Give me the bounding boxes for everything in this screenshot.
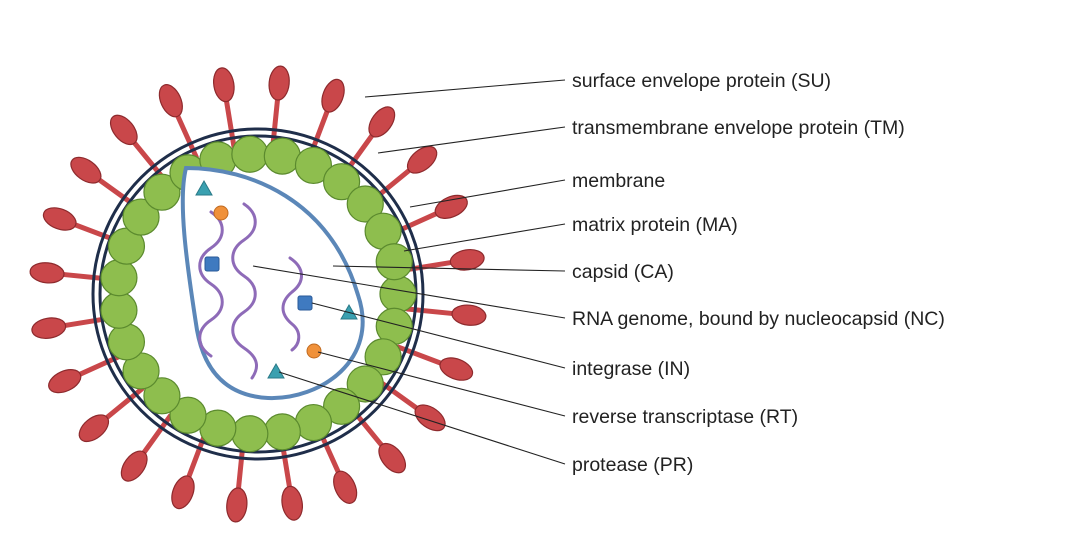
matrix-protein-ball [263,137,301,175]
leader-su [364,79,566,98]
surface-protein-knob [414,404,446,432]
matrix-protein-ball [294,403,333,442]
surface-protein-knob [42,207,77,231]
surface-protein-knob [406,145,438,174]
label-rna-genome: RNA genome, bound by nucleocapsid (NC) [572,308,945,330]
surface-protein-knob [226,487,248,523]
surface-protein-knob [109,114,138,146]
label-surface-envelope-protein: surface envelope protein (SU) [572,70,831,92]
label-matrix-protein: matrix protein (MA) [572,214,738,236]
label-reverse-transcriptase: reverse transcriptase (RT) [572,406,798,428]
reverse-transcriptase-circle-1 [213,205,229,221]
rna-strand-1 [198,210,224,358]
leader-pr [278,371,566,465]
surface-protein-knob [29,262,65,284]
surface-protein-knob [268,65,290,101]
label-membrane: membrane [572,170,665,192]
matrix-protein-ball [143,173,181,211]
surface-protein-knob [213,67,235,103]
surface-protein-knob [78,414,110,443]
surface-protein-knob [439,357,474,381]
matrix-protein-ball [364,338,402,376]
protease-triangle-1 [195,179,213,196]
capsid-shell [180,165,365,401]
leader-ma [403,223,566,252]
integrase-square-1 [204,256,220,272]
label-integrase: integrase (IN) [572,358,690,380]
matrix-protein-ball [100,291,138,329]
label-capsid: capsid (CA) [572,261,674,283]
matrix-protein-ball [323,387,361,425]
matrix-protein-ball [263,413,301,451]
matrix-protein-ball [375,243,413,281]
matrix-protein-ball [107,323,146,361]
matrix-protein-layer [100,135,417,453]
matrix-protein-ball [122,198,160,236]
surface-protein-knob [451,304,487,326]
leader-in [311,302,566,369]
surface-protein-knob [31,317,67,339]
surface-protein-knob [48,369,82,394]
rna-genome [198,202,303,380]
matrix-protein-ball [231,135,269,173]
matrix-protein-ball [231,415,269,453]
matrix-protein-ball [346,365,384,403]
leader-lines [252,79,566,465]
leader-rna [252,265,566,319]
matrix-protein-ball [346,185,384,223]
matrix-protein-ball [323,163,361,201]
surface-protein-knob [434,194,468,219]
surface-protein-knob [333,470,358,504]
matrix-protein-ball [169,396,207,434]
matrix-protein-ball [294,146,333,185]
surface-protein-knob [70,156,102,184]
leader-membrane [409,179,566,208]
leader-tm [377,126,566,154]
surface-protein-knob [321,78,345,113]
rna-strand-2 [231,202,258,380]
matrix-protein-ball [143,377,181,415]
surface-protein-knob [378,442,407,474]
matrix-protein-ball [100,259,138,297]
rna-strand-3 [281,256,303,352]
surface-protein-knob [449,249,485,271]
integrase-square-2 [297,295,313,311]
protease-triangle-3 [267,362,285,379]
surface-protein-knob [120,450,148,482]
leader-ca [332,265,566,272]
surface-protein-knob [368,106,396,138]
component-labels: surface envelope protein (SU) transmembr… [572,70,945,476]
surface-protein-knob [281,485,303,521]
matrix-protein-ball [379,275,417,313]
label-protease: protease (PR) [572,454,693,476]
surface-protein-knob [158,84,183,118]
reverse-transcriptase-circle-2 [306,343,322,359]
label-transmembrane-envelope-protein: transmembrane envelope protein (TM) [572,117,905,139]
leader-rt [317,351,566,417]
surface-protein-knob [171,475,195,510]
